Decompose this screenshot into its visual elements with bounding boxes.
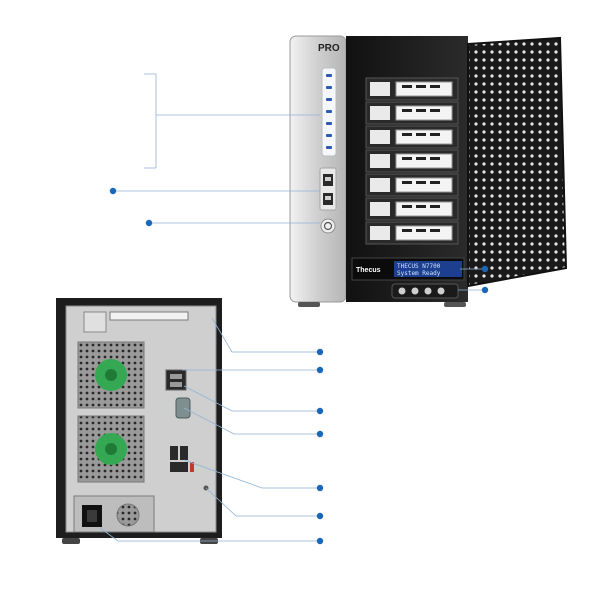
front-silver-panel: [289, 35, 347, 303]
rear-usb-ports[interactable]: [170, 446, 194, 472]
front-unit: PRO Thecus THECUS N: [289, 35, 568, 307]
status-leds: [326, 74, 332, 149]
callout-dot-lcd: [481, 265, 489, 273]
callout-line-serial: [183, 407, 320, 435]
expansion-slot: [109, 311, 189, 321]
callout-line-power-socket: [99, 527, 320, 542]
lan-port-icon[interactable]: [165, 369, 187, 391]
drive-tray-latch-icon[interactable]: [370, 106, 390, 120]
drive-tray-latch-icon[interactable]: [370, 82, 390, 96]
callout-dot-expansion: [316, 348, 324, 356]
rear-callouts: [99, 317, 320, 542]
front-foot-right: [444, 302, 466, 307]
callout-dot-power-socket: [316, 537, 324, 545]
usb-port-icon[interactable]: [180, 446, 188, 460]
callout-line-lan-2: [183, 385, 320, 412]
drive-tray-latch-icon[interactable]: [370, 202, 390, 216]
callout-dot-usb-rear: [316, 484, 324, 492]
front-foot-left: [298, 302, 320, 307]
callout-dot-reset: [316, 512, 324, 520]
callout-dot-power: [145, 219, 153, 227]
drive-tray[interactable]: [365, 101, 459, 125]
callout-dot-usb: [109, 187, 117, 195]
callout-dot-lan-1: [316, 366, 324, 374]
serial-port-icon[interactable]: [175, 397, 191, 419]
front-door-perforated: [467, 36, 568, 288]
lcd-screen: [394, 261, 462, 277]
drive-bays: [365, 77, 459, 245]
lcd-brand-label: Thecus: [356, 267, 381, 274]
drive-tray-latch-icon[interactable]: [370, 154, 390, 168]
drive-tray[interactable]: [365, 149, 459, 173]
callout-bracket-leds: [144, 73, 157, 169]
front-callouts: [113, 73, 484, 291]
drive-tray-latch-icon[interactable]: [370, 178, 390, 192]
psu-fan-icon: [116, 503, 140, 527]
callout-line-reset: [205, 487, 320, 517]
lcd-line-1: THECUS N7700: [397, 263, 441, 270]
front-callout-dots: [109, 187, 489, 294]
rear-callout-dots: [316, 348, 324, 545]
callout-line-usb-rear: [183, 459, 320, 489]
drive-tray-latch-icon[interactable]: [370, 130, 390, 144]
callout-dot-lan-2: [316, 407, 324, 415]
lcd-line-2: System Ready: [397, 270, 441, 277]
lcd-escape-button[interactable]: [437, 287, 445, 295]
power-socket-icon[interactable]: [82, 505, 102, 527]
expansion-bracket: [83, 311, 107, 333]
lcd-up-button[interactable]: [398, 287, 406, 295]
lcd-control-buttons[interactable]: [391, 283, 459, 299]
fan-icon: [77, 341, 145, 409]
callout-line-expansion: [211, 317, 320, 353]
drive-tray[interactable]: [365, 173, 459, 197]
callout-dot-serial: [316, 430, 324, 438]
lcd-enter-button[interactable]: [424, 287, 432, 295]
pro-badge: PRO: [318, 43, 340, 54]
drive-tray[interactable]: [365, 77, 459, 101]
drive-tray[interactable]: [365, 197, 459, 221]
esata-port-icon[interactable]: [170, 462, 188, 472]
drive-tray[interactable]: [365, 125, 459, 149]
power-button-icon[interactable]: [320, 218, 336, 234]
drive-tray[interactable]: [365, 221, 459, 245]
usb-port-icon[interactable]: [170, 446, 178, 460]
drive-tray-latch-icon[interactable]: [370, 226, 390, 240]
rear-unit: [56, 298, 222, 544]
callout-dot-buttons: [481, 286, 489, 294]
power-led-icon: [190, 462, 194, 472]
rear-foot-left: [62, 538, 80, 544]
fan-icon: [77, 415, 145, 483]
front-usb-ports[interactable]: [319, 167, 337, 211]
lcd-down-button[interactable]: [411, 287, 419, 295]
